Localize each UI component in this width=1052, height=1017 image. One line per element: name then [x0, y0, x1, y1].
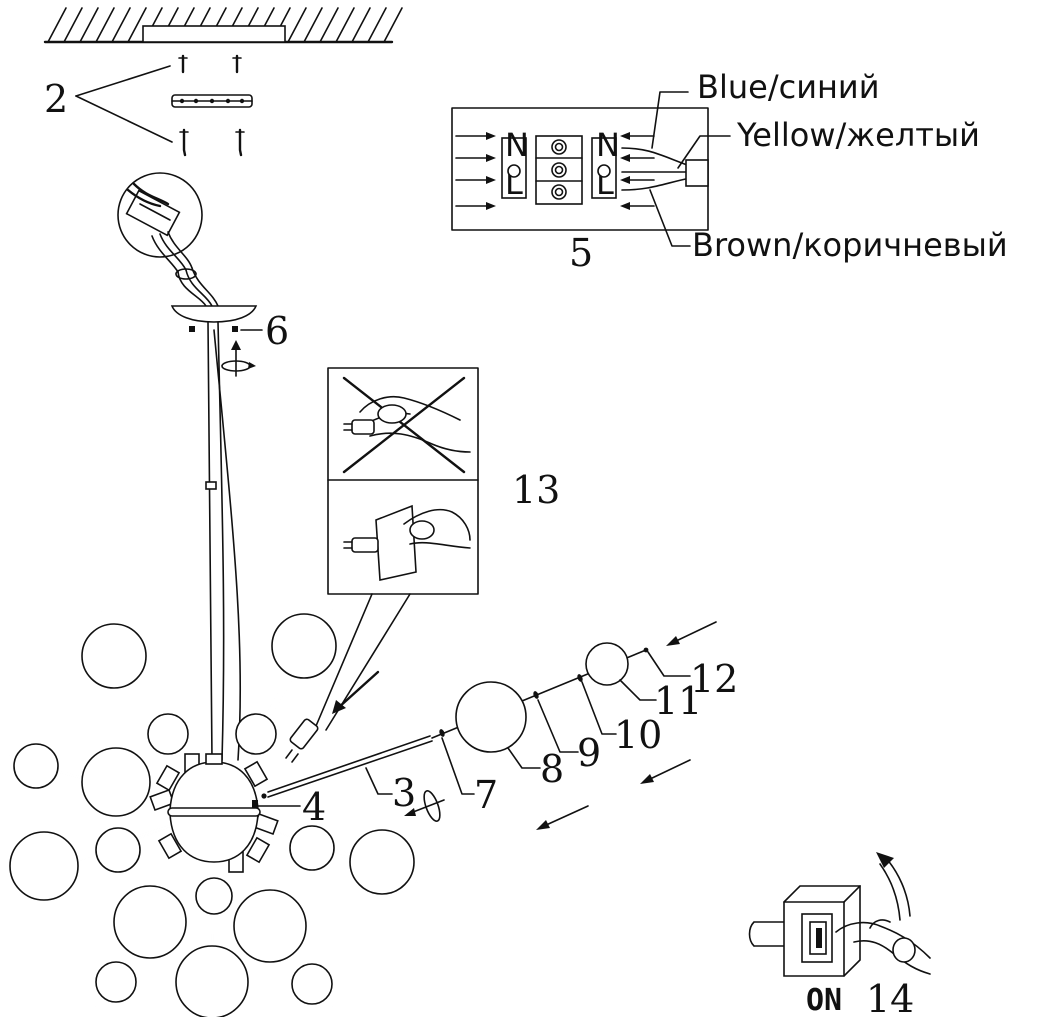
arrow-icon — [666, 621, 717, 646]
callout-5: 5 — [569, 231, 593, 275]
wire-label-blue: Blue/синий — [697, 68, 880, 106]
hand-icon — [375, 504, 471, 581]
center-hub — [167, 753, 261, 863]
callout-14: 14 — [866, 977, 914, 1017]
terminal-letter-n-left: N — [505, 126, 529, 164]
arrow-icon — [536, 805, 589, 830]
terminal-letter-n-right: N — [596, 126, 620, 164]
screw-icon — [178, 54, 242, 74]
screw-icon — [179, 128, 245, 157]
callout-9: 9 — [577, 731, 601, 775]
callout-6: 6 — [265, 309, 289, 353]
rotate-icon — [221, 340, 256, 377]
rotate-icon — [404, 790, 445, 822]
callout-11: 11 — [654, 679, 702, 723]
terminal-block-icon — [535, 135, 583, 205]
callout-13: 13 — [512, 468, 560, 512]
arrow-icon — [332, 670, 380, 714]
callout-12: 12 — [690, 657, 738, 701]
exploded-arm-leaders — [365, 651, 691, 795]
bulb-handling-detail — [315, 367, 479, 731]
callout-2: 2 — [44, 77, 68, 121]
exploded-arm — [261, 642, 649, 799]
suspension-cables — [205, 321, 242, 761]
canopy — [170, 305, 263, 332]
callout-2-leaders — [75, 65, 173, 143]
arrow-icon — [640, 759, 691, 784]
switch-on-label: ON — [806, 983, 842, 1017]
callout-7: 7 — [474, 773, 498, 817]
callout-3: 3 — [392, 771, 416, 815]
bulb-icon — [285, 718, 319, 763]
callout-8: 8 — [540, 747, 564, 791]
hand-icon — [835, 919, 931, 975]
callout-10: 10 — [614, 713, 662, 757]
ceiling-hatch — [43, 7, 403, 44]
wire-label-brown: Brown/коричневый — [692, 226, 1008, 264]
hand-icon — [359, 396, 471, 453]
bulb-icon — [343, 537, 379, 553]
terminal-detail-box: N L N L — [451, 91, 731, 247]
wire-label-yellow: Yellow/желтый — [736, 116, 980, 154]
wiring-detail-circle — [117, 172, 203, 273]
supply-wires — [175, 267, 219, 307]
arrow-icon — [876, 852, 911, 921]
mounting-bracket-icon — [171, 94, 253, 108]
bulb-icon — [343, 419, 375, 435]
callout-4: 4 — [302, 785, 326, 829]
wall-switch-icon — [748, 885, 861, 977]
